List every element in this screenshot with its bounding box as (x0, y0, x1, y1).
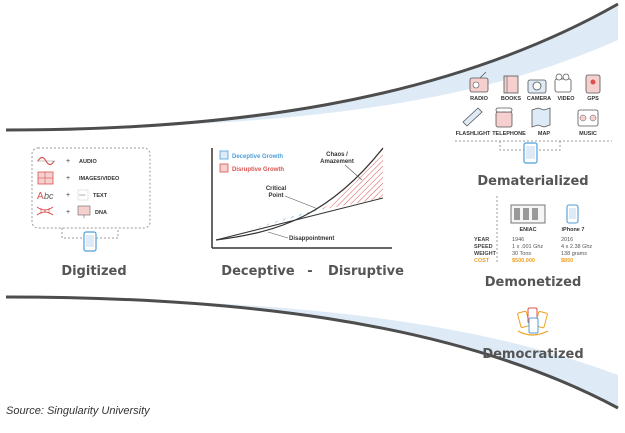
linear-expectation-line (215, 197, 384, 241)
critical-point-pointer (284, 195, 319, 210)
digitized-box (31, 147, 151, 229)
monitor-icon (77, 205, 91, 218)
row-speed-label: SPEED (474, 244, 493, 250)
video-icon (554, 73, 572, 93)
funnel-top-edge (5, 2, 619, 132)
digitized-group: + AUDIO + IMAGES/VIDEO A bc + 0101 TEXT … (31, 147, 151, 279)
democratized-title: Democratized (482, 347, 583, 362)
radio-label: RADIO (470, 96, 488, 102)
digitized-dna-label: DNA (95, 210, 107, 216)
eniac-cost: $500,000 (512, 258, 535, 264)
map-label: MAP (538, 131, 551, 137)
chaos-label-1: Chaos / (326, 152, 348, 158)
eniac-icon (510, 204, 546, 224)
binary-icon: 0101 (77, 189, 89, 201)
gps-label: GPS (587, 96, 599, 102)
legend-deceptive-label: Deceptive Growth (232, 154, 283, 160)
text-icon: A bc (37, 191, 54, 202)
digitized-audio-label: AUDIO (79, 159, 97, 165)
exponential-curve (215, 147, 384, 241)
books-label: BOOKS (501, 96, 522, 102)
plus-icon: + (66, 192, 70, 199)
funnel-bottom-edge (5, 295, 619, 410)
row-year-label: YEAR (474, 237, 489, 243)
deceptive-title: Deceptive (221, 264, 295, 279)
svg-text:0101: 0101 (79, 193, 86, 197)
iphone-year: 2016 (561, 237, 573, 243)
smartphone-icon (83, 231, 97, 252)
demonetized-group: ENIAC iPhone 7 YEAR SPEED WEIGHT COST 19… (474, 196, 592, 290)
flashlight-icon (462, 107, 483, 127)
funnel-top-band (6, 4, 618, 130)
disappointment-label: Disappointment (289, 236, 334, 242)
dna-icon (36, 206, 54, 216)
democratized-group: Democratized (482, 307, 584, 362)
smartphone-icon (523, 142, 538, 164)
books-icon (503, 75, 519, 94)
iphone-icon (566, 204, 579, 224)
image-icon (37, 171, 54, 185)
digitized-title: Digitized (61, 264, 126, 279)
legend-deceptive-swatch (219, 150, 229, 160)
svg-text:bc: bc (44, 191, 54, 201)
telephone-icon (495, 107, 513, 128)
disruptive-title: Disruptive (328, 264, 404, 279)
svg-text:A: A (37, 191, 44, 202)
phase-separator: - (307, 264, 312, 279)
plus-icon: + (66, 175, 70, 182)
dematerialized-title: Dematerialized (477, 174, 588, 189)
legend-disruptive-swatch (219, 163, 229, 173)
iphone-speed: 4 x 2.38 Ghz (561, 244, 592, 250)
digitized-text-label: TEXT (93, 193, 108, 199)
iphone-label: iPhone 7 (562, 227, 585, 233)
eniac-speed: 1 x .001 Ghz (512, 244, 543, 250)
row-weight-label: WEIGHT (474, 251, 497, 257)
waveform-icon (37, 156, 55, 166)
demonetized-title: Demonetized (485, 275, 582, 290)
video-label: VIDEO (557, 96, 575, 102)
chaos-pointer (344, 164, 363, 181)
eniac-weight: 30 Tons (512, 251, 531, 257)
chaos-label-2: Amazement (320, 159, 354, 165)
iphone-weight: 138 grams (561, 251, 587, 257)
map-icon (531, 107, 551, 128)
amazement-area (320, 148, 383, 210)
source-caption: Source: Singularity University (6, 405, 150, 417)
plus-icon: + (66, 209, 70, 216)
gps-icon (585, 74, 601, 94)
plus-icon: + (66, 158, 70, 165)
eniac-year: 1946 (512, 237, 524, 243)
telephone-label: TELEPHONE (492, 131, 526, 137)
disappointment-pointer (267, 231, 289, 239)
funnel-bottom-band (6, 297, 618, 408)
row-cost-label: COST (474, 258, 490, 264)
critical-point-label-2: Point (269, 193, 284, 199)
growth-chart: Deceptive Growth Disruptive Growth Criti… (211, 147, 392, 249)
iphone-cost: $850 (561, 258, 573, 264)
radio-icon (469, 71, 489, 93)
eniac-label: ENIAC (519, 227, 536, 233)
camera-label: CAMERA (527, 96, 551, 102)
legend-disruptive-label: Disruptive Growth (232, 167, 284, 173)
digitized-images-label: IMAGES/VIDEO (79, 176, 120, 182)
music-label: MUSIC (579, 131, 597, 137)
music-icon (577, 109, 599, 127)
hands-phones-icon (517, 307, 549, 336)
disappointment-area (216, 210, 320, 240)
dematerialized-group: RADIO BOOKS CAMERA VIDEO GPS FLASHLIGHT … (455, 71, 612, 189)
flashlight-label: FLASHLIGHT (456, 131, 491, 137)
camera-icon (527, 79, 547, 94)
critical-point-label-1: Critical (266, 186, 287, 192)
